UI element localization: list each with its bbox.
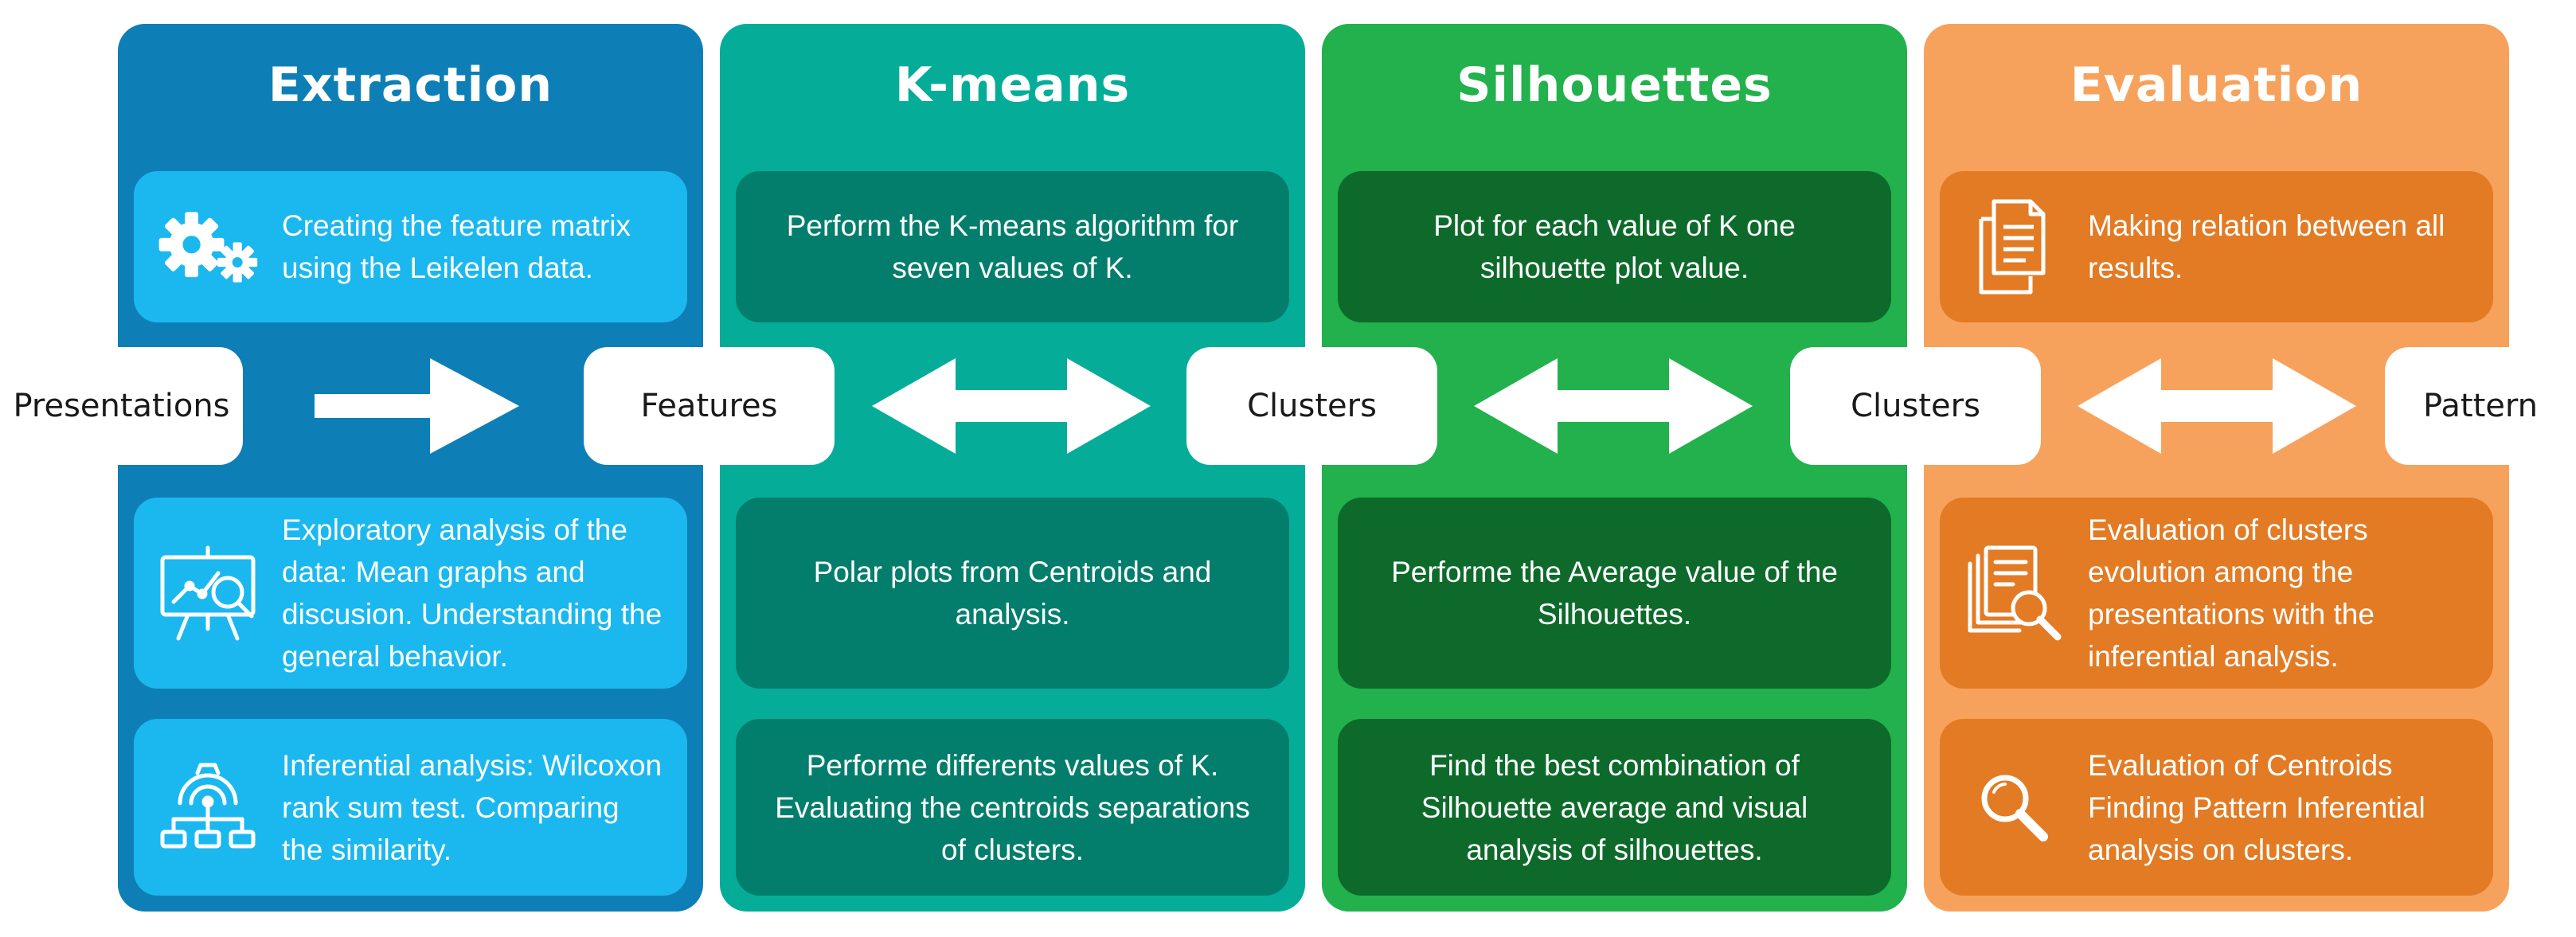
- evaluation-card-text: Making relation between all results.: [2088, 209, 2445, 284]
- silhouettes-title: Silhouettes: [1456, 57, 1773, 113]
- gears-icon: [156, 195, 260, 299]
- kmeans-panel: K-means Perform the K-means algorithm fo…: [720, 24, 1305, 912]
- arrow-right-icon: [315, 358, 519, 454]
- network-gear-icon: [156, 755, 260, 859]
- silhouettes-card-text: Plot for each value of K one silhouette …: [1433, 209, 1796, 284]
- kmeans-card-algorithm: Perform the K-means algorithm for seven …: [736, 171, 1289, 322]
- extraction-card-text: Inferential analysis: Wilcoxon rank sum …: [282, 748, 663, 866]
- evaluation-card-relation: Making relation between all results.: [1940, 171, 2493, 322]
- kmeans-card-text: Polar plots from Centroids and analysis.: [813, 556, 1212, 631]
- kmeans-title: K-means: [894, 57, 1131, 113]
- double-arrow-icon: [872, 358, 1151, 454]
- kmeans-card-polar-plots: Polar plots from Centroids and analysis.: [736, 498, 1289, 689]
- silhouettes-panel: Silhouettes Plot for each value of K one…: [1322, 24, 1907, 912]
- silhouettes-card-best-combination: Find the best combination of Silhouette …: [1338, 719, 1891, 896]
- evaluation-card-text: Evaluation of Centroids Finding Pattern …: [2088, 748, 2426, 866]
- extraction-card-text: Exploratory analysis of the data: Mean g…: [282, 513, 663, 673]
- kmeans-card-text: Performe differents values of K. Evaluat…: [775, 748, 1250, 866]
- flow-node-clusters-2: Clusters: [1790, 347, 2041, 465]
- flow-node-presentations: Presentations: [0, 347, 243, 465]
- evaluation-card-centroids-pattern: Evaluation of Centroids Finding Pattern …: [1940, 719, 2493, 896]
- extraction-card-text: Creating the feature matrix using the Le…: [282, 209, 631, 284]
- evaluation-panel: Evaluation Making relation between all r…: [1924, 24, 2509, 912]
- evaluation-card-clusters-evolution: Evaluation of clusters evolution among t…: [1940, 498, 2493, 689]
- magnifier-icon: [1962, 755, 2066, 859]
- documents-icon: [1962, 195, 2066, 299]
- flow-node-features: Features: [584, 347, 835, 465]
- double-arrow-icon: [2078, 358, 2356, 454]
- silhouettes-card-plot: Plot for each value of K one silhouette …: [1338, 171, 1891, 322]
- document-search-icon: [1962, 541, 2066, 645]
- extraction-card-feature-matrix: Creating the feature matrix using the Le…: [134, 171, 687, 322]
- extraction-card-exploratory: Exploratory analysis of the data: Mean g…: [134, 498, 687, 689]
- extraction-panel: Extraction: [118, 24, 703, 912]
- evaluation-card-text: Evaluation of clusters evolution among t…: [2088, 513, 2375, 673]
- flow-node-pattern: Pattern: [2385, 347, 2576, 465]
- silhouettes-card-text: Find the best combination of Silhouette …: [1421, 748, 1808, 866]
- flow-node-clusters-1: Clusters: [1186, 347, 1437, 465]
- extraction-title: Extraction: [268, 57, 553, 113]
- evaluation-title: Evaluation: [2070, 57, 2363, 113]
- presentation-chart-icon: [156, 541, 260, 645]
- kmeans-card-differents-k: Performe differents values of K. Evaluat…: [736, 719, 1289, 896]
- extraction-card-inferential: Inferential analysis: Wilcoxon rank sum …: [134, 719, 687, 896]
- silhouettes-card-average: Performe the Average value of the Silhou…: [1338, 498, 1891, 689]
- silhouettes-card-text: Performe the Average value of the Silhou…: [1391, 556, 1838, 631]
- kmeans-card-text: Perform the K-means algorithm for seven …: [786, 209, 1239, 284]
- double-arrow-icon: [1474, 358, 1753, 454]
